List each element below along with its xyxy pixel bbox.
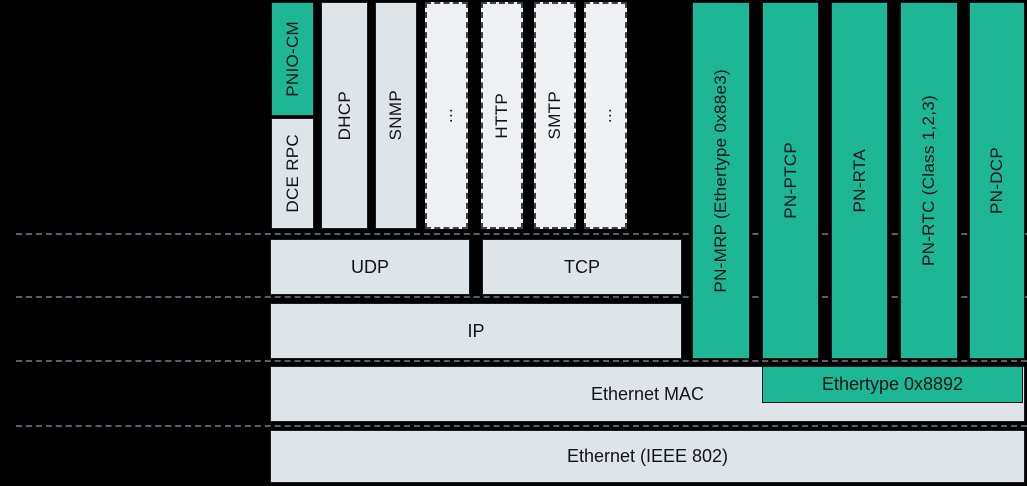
box-label: Ethertype 0x8892 bbox=[821, 374, 964, 394]
layer-divider-transport bbox=[16, 233, 1027, 235]
box-label: PN-MRP (Ethertype 0x88e3) bbox=[711, 68, 730, 293]
box-tcp: TCP bbox=[482, 239, 682, 295]
layer-divider-datalink bbox=[16, 360, 1027, 362]
box-ip: IP bbox=[270, 303, 682, 359]
box-label: IP bbox=[467, 320, 485, 341]
box-label: Ethernet MAC bbox=[590, 383, 705, 404]
box-udp: UDP bbox=[270, 239, 470, 295]
box-label: DCE RPC bbox=[282, 134, 302, 213]
box-label: TCP bbox=[564, 256, 600, 277]
box-snmp: SNMP bbox=[375, 2, 417, 229]
box-http: HTTP bbox=[481, 2, 523, 229]
box-smtp: SMTP bbox=[534, 2, 576, 229]
box-dce-rpc: DCE RPC bbox=[271, 118, 314, 229]
box-label: ... bbox=[595, 107, 615, 124]
box-label: PN-PTCP bbox=[780, 142, 800, 219]
box-label: DHCP bbox=[334, 90, 354, 141]
box-label: UDP bbox=[350, 256, 389, 277]
layer-divider-network bbox=[16, 296, 1027, 298]
box-label: PN-RTC (Class 1,2,3) bbox=[919, 95, 938, 266]
box-other-protocols-right: ... bbox=[584, 2, 627, 229]
box-pn-rtc: PN-RTC (Class 1,2,3) bbox=[900, 2, 958, 359]
box-pn-dcp: PN-DCP bbox=[969, 2, 1025, 359]
box-ethernet-ieee802: Ethernet (IEEE 802) bbox=[270, 430, 1025, 483]
box-label: HTTP bbox=[492, 92, 511, 139]
box-label: ... bbox=[436, 107, 456, 124]
box-label: PN-DCP bbox=[987, 147, 1006, 214]
box-label: PNIO-CM bbox=[282, 21, 302, 97]
box-ethertype-0x8892: Ethertype 0x8892 bbox=[762, 366, 1023, 403]
box-label: SNMP bbox=[386, 90, 405, 141]
box-pn-rta: PN-RTA bbox=[831, 2, 888, 359]
box-label: SMTP bbox=[545, 91, 564, 140]
box-label: PN-RTA bbox=[849, 148, 869, 213]
box-pn-ptcp: PN-PTCP bbox=[762, 2, 819, 359]
box-pn-mrp: PN-MRP (Ethertype 0x88e3) bbox=[692, 2, 750, 359]
box-dhcp: DHCP bbox=[321, 2, 368, 229]
layer-divider-physical bbox=[16, 425, 1027, 427]
box-label: Ethernet (IEEE 802) bbox=[566, 446, 729, 466]
box-other-protocols-left: ... bbox=[425, 2, 468, 229]
box-pnio-cm: PNIO-CM bbox=[271, 2, 314, 116]
